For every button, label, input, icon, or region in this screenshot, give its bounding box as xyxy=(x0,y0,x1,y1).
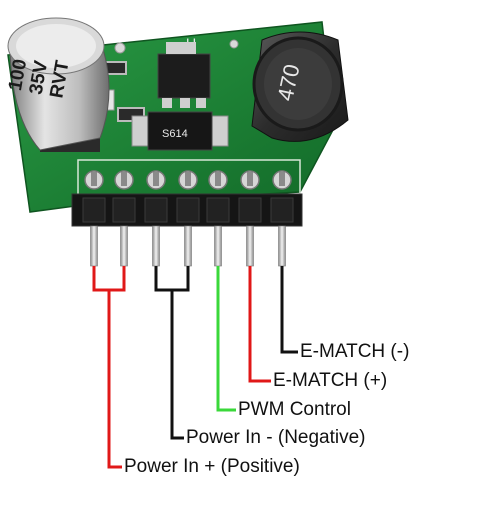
wire-pwm xyxy=(216,266,236,412)
pin-leg-p5 xyxy=(214,225,222,267)
wire-power-plus xyxy=(107,290,122,469)
label-power-in-positive: Power In + (Positive) xyxy=(124,456,300,477)
label-pwm-control: PWM Control xyxy=(238,399,351,420)
pin-tip xyxy=(247,172,253,186)
header-cell xyxy=(82,197,106,223)
label-power-in-negative: Power In - (Negative) xyxy=(186,427,366,448)
pin-tip xyxy=(91,172,97,186)
pin-tip xyxy=(121,172,127,186)
ic-marking: S614 xyxy=(162,128,188,140)
wire-power-plus-bridge xyxy=(92,266,126,292)
header-cell xyxy=(270,197,294,223)
pin-leg-p7 xyxy=(278,225,286,267)
pin-leg-p4 xyxy=(184,225,192,267)
label-ematch-minus: E-MATCH (-) xyxy=(300,341,409,362)
pin-tip xyxy=(185,172,191,186)
header-pins xyxy=(71,170,303,267)
pin-tip xyxy=(215,172,221,186)
header-cell xyxy=(206,197,230,223)
diode-package: S614 xyxy=(131,111,229,151)
pin-tip xyxy=(153,172,159,186)
electrolytic-capacitor: 100 35V RVT xyxy=(5,17,110,152)
power-inductor: 470 xyxy=(251,31,349,142)
wire-power-minus-bridge xyxy=(154,266,190,292)
label-ematch-plus: E-MATCH (+) xyxy=(273,370,387,391)
regulator-chip xyxy=(157,42,211,108)
pin-leg-p2 xyxy=(120,225,128,267)
pin-labels: E-MATCH (-) E-MATCH (+) PWM Control Powe… xyxy=(124,341,409,477)
header-cell xyxy=(144,197,168,223)
wire-ematch-minus xyxy=(280,266,298,354)
pin-tip xyxy=(279,172,285,186)
wire-power-minus xyxy=(170,290,184,440)
pin-leg-p1 xyxy=(90,225,98,267)
via-pad xyxy=(114,42,126,54)
wires xyxy=(92,266,298,469)
via-pad xyxy=(229,39,239,49)
pin-leg-p3 xyxy=(152,225,160,267)
wire-ematch-plus xyxy=(248,266,271,383)
header-cell xyxy=(176,197,200,223)
header-cell xyxy=(238,197,262,223)
pin-leg-p6 xyxy=(246,225,254,267)
header-cell xyxy=(112,197,136,223)
